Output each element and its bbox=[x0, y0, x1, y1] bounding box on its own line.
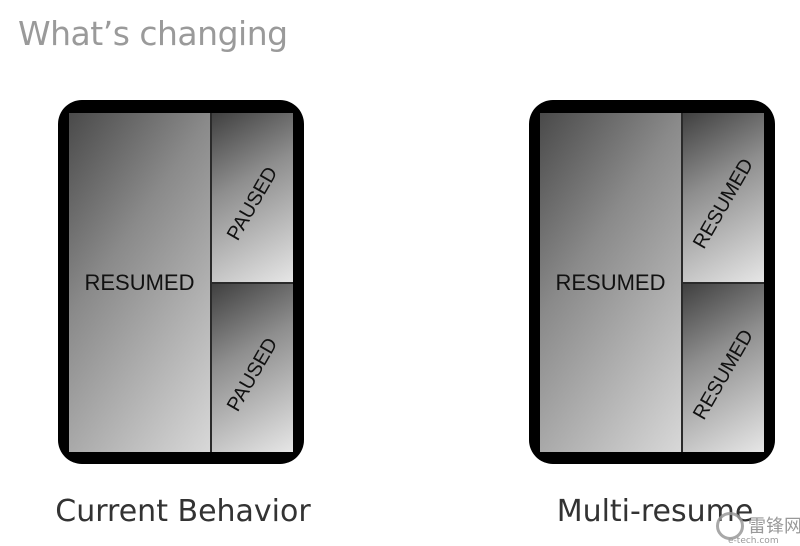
horizontal-divider bbox=[683, 282, 764, 284]
page-title: What’s changing bbox=[18, 14, 288, 53]
bottom-window-state-label: PAUSED bbox=[222, 333, 282, 415]
device-screen: RESUMED RESUMED RESUMED bbox=[540, 113, 764, 452]
watermark-logo: 雷锋网 e-tech.com bbox=[716, 512, 800, 546]
bottom-window-pane: PAUSED bbox=[212, 284, 293, 452]
device-current-behavior: RESUMED PAUSED PAUSED bbox=[58, 100, 304, 464]
device-screen: RESUMED PAUSED PAUSED bbox=[69, 113, 293, 452]
bottom-window-state-label: RESUMED bbox=[688, 325, 758, 424]
device-multi-resume: RESUMED RESUMED RESUMED bbox=[529, 100, 775, 464]
watermark-circle-icon bbox=[716, 512, 744, 540]
top-window-pane: RESUMED bbox=[683, 113, 764, 282]
top-window-state-label: RESUMED bbox=[688, 155, 758, 253]
main-window-pane: RESUMED bbox=[69, 113, 210, 452]
watermark-text: 雷锋网 bbox=[748, 516, 800, 537]
top-window-pane: PAUSED bbox=[212, 113, 293, 282]
top-window-state-label: PAUSED bbox=[222, 163, 282, 245]
main-window-state-label: RESUMED bbox=[84, 269, 195, 295]
watermark-subtext: e-tech.com bbox=[728, 536, 779, 546]
caption-current-behavior: Current Behavior bbox=[55, 494, 311, 529]
vertical-divider bbox=[210, 113, 212, 452]
main-window-pane: RESUMED bbox=[540, 113, 681, 452]
main-window-state-label: RESUMED bbox=[555, 269, 666, 295]
vertical-divider bbox=[681, 113, 683, 452]
horizontal-divider bbox=[212, 282, 293, 284]
bottom-window-pane: RESUMED bbox=[683, 284, 764, 452]
